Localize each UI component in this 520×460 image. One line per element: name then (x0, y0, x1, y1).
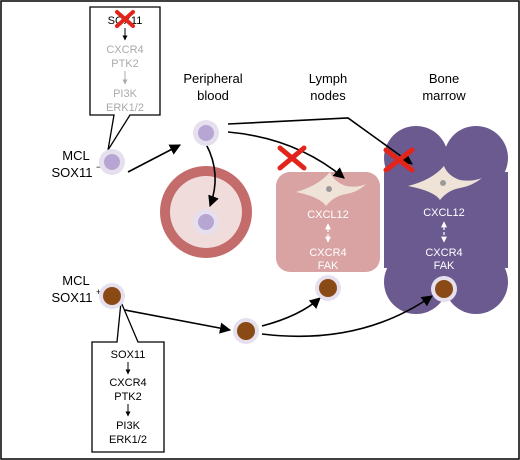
top-ptk2-label: PTK2 (111, 58, 139, 70)
bone-marrow-header-line2: marrow (422, 88, 466, 103)
peripheral-blood-header-line2: blood (197, 88, 229, 103)
cell-neg-in-vessel (193, 209, 219, 235)
bottom-ptk2-label: PTK2 (114, 391, 142, 403)
arrow-blood-to-lymph-pos (261, 297, 321, 327)
mcl-neg-label-line1: MCL (62, 148, 89, 163)
arrow-into-vessel (205, 143, 219, 208)
marrow-cxcr4-label: CXCR4 (425, 247, 462, 259)
lymph-fak-label: FAK (318, 260, 339, 272)
mcl-pos-label-line2: SOX11 (52, 290, 93, 305)
lymph-cxcl12-label: CXCL12 (307, 209, 349, 221)
lymph-cxcr4-label: CXCR4 (309, 247, 346, 259)
cell-pos-blood (233, 318, 259, 344)
marrow-entry-block-x (383, 147, 415, 173)
arrow-neg-to-blood (127, 144, 181, 173)
bottom-cxcr4-label: CXCR4 (109, 377, 146, 389)
bottom-pi3k-label: PI3K (116, 420, 141, 432)
arrow-blood-to-marrow-pos (261, 295, 433, 338)
cell-neg-blood (193, 120, 219, 146)
lymph-nodes-header-line1: Lymph (309, 71, 348, 86)
cell-pos-lymph (315, 275, 341, 301)
lymph-node-compartment (276, 172, 380, 272)
marrow-cxcl12-label: CXCL12 (423, 207, 465, 219)
cell-pos-marrow (431, 276, 457, 302)
bottom-erk-label: ERK1/2 (109, 434, 147, 446)
mcl-pos-label-line1: MCL (62, 273, 89, 288)
top-sox11-block-x (115, 10, 135, 28)
top-erk-label: ERK1/2 (106, 102, 144, 114)
bone-marrow-header-line1: Bone (429, 71, 459, 86)
arrow-pos-to-blood (124, 309, 232, 334)
bottom-sox11-label: SOX11 (111, 349, 146, 361)
marrow-fak-label: FAK (434, 260, 455, 272)
mcl-pos-superscript: + (96, 287, 101, 297)
lymph-nodes-header-line2: nodes (310, 88, 346, 103)
peripheral-blood-header-line1: Peripheral (183, 71, 242, 86)
lymph-entry-block-x (277, 145, 307, 171)
top-pi3k-label: PI3K (113, 88, 138, 100)
bottom-pathway-callout (91, 301, 165, 453)
top-cxcr4-label: CXCR4 (106, 44, 143, 56)
cell-pos-left (99, 283, 125, 309)
arrow-blood-to-marrow-neg (227, 117, 413, 165)
arrow-blood-to-lymph-neg (227, 131, 345, 179)
mcl-neg-superscript: − (96, 162, 101, 172)
marrow-stromal-nucleus-icon (440, 180, 446, 186)
cell-neg-left (99, 149, 125, 175)
mcl-neg-label-line2: SOX11 (52, 165, 93, 180)
bone-marrow-compartment (384, 126, 508, 314)
lymph-stromal-nucleus-icon (326, 186, 332, 192)
